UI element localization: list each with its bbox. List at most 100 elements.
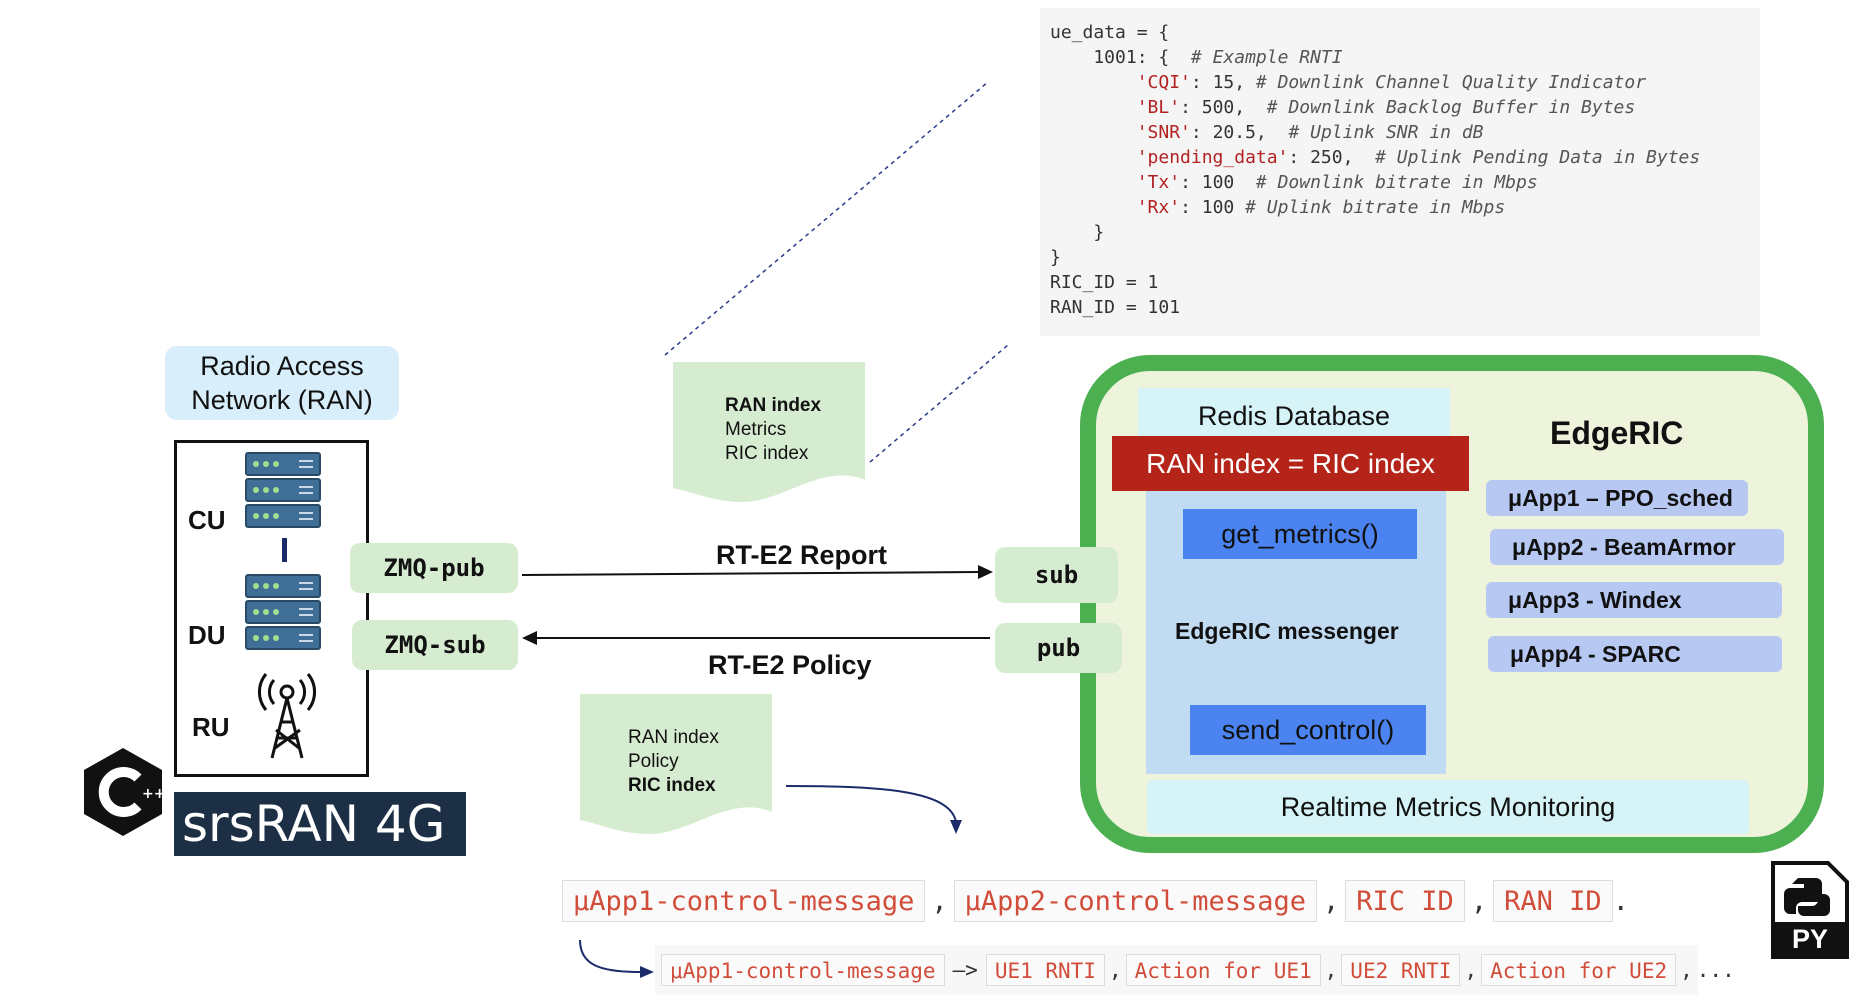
rt-e2-report-label: RT-E2 Report: [716, 540, 888, 570]
report-arrow-line: [521, 571, 981, 576]
code-token: ue_data = {: [1050, 22, 1170, 43]
code-token: # Uplink Pending Data in Bytes: [1375, 147, 1701, 168]
code-line: RAN_ID = 101: [1050, 295, 1750, 320]
code-token: : 250,: [1288, 147, 1376, 168]
ue-data-code-block: ue_data = { 1001: { # Example RNTI 'CQI'…: [1040, 8, 1760, 336]
cpp-logo-icon: ++: [84, 748, 164, 836]
code-token: # Downlink Channel Quality Indicator: [1255, 72, 1647, 93]
policy-curve-arrow: [785, 785, 957, 823]
ctrl-ue2-rnti: UE2 RNTI: [1341, 954, 1461, 986]
edgeric-messenger-label: EdgeRIC messenger: [1175, 618, 1399, 644]
app-item-4: μApp4 - SPARC: [1488, 636, 1782, 672]
code-token: RAN_ID = 101: [1050, 297, 1181, 318]
ru-label: RU: [192, 712, 230, 742]
cu-label: CU: [188, 505, 226, 535]
ctrl-ran-id: RAN ID: [1493, 880, 1613, 922]
code-token: # Downlink bitrate in Mbps: [1255, 172, 1538, 193]
srsran-brand: srsRAN 4G: [174, 792, 466, 856]
du-server-icon: [245, 574, 321, 652]
cu-server-icon: [245, 452, 321, 530]
app-item-2: μApp2 - BeamArmor: [1490, 529, 1784, 565]
policy-doc-ric-index: RIC index: [628, 775, 716, 796]
ctrl-row2-uapp1: μApp1-control-message: [661, 954, 945, 986]
code-line: ue_data = {: [1050, 20, 1750, 45]
report-doc-ric-index: RIC index: [725, 443, 809, 464]
code-line: 'pending_data': 250, # Uplink Pending Da…: [1050, 145, 1750, 170]
policy-curve-arrow-head: [950, 820, 962, 834]
python-logo-icon: PY: [1770, 860, 1850, 960]
code-line: RIC_ID = 1: [1050, 270, 1750, 295]
ctrl-row1-end: .: [1612, 885, 1629, 917]
ctrl-uapp2-message: μApp2-control-message: [953, 880, 1318, 922]
code-line: 1001: { # Example RNTI: [1050, 45, 1750, 70]
code-token: 'SNR': [1136, 122, 1191, 143]
control-message-row2: μApp1-control-message —> UE1 RNTI , Acti…: [655, 945, 1735, 995]
code-line: 'BL': 500, # Downlink Backlog Buffer in …: [1050, 95, 1750, 120]
app-item-1: μApp1 – PPO_sched: [1486, 480, 1748, 516]
code-line: 'SNR': 20.5, # Uplink SNR in dB: [1050, 120, 1750, 145]
report-doc-metrics: Metrics: [725, 419, 787, 440]
control-message-row1: μApp1-control-message , μApp2-control-me…: [562, 880, 1629, 922]
realtime-metrics-monitoring: Realtime Metrics Monitoring: [1147, 780, 1749, 834]
ctrl-action-ue1: Action for UE1: [1125, 954, 1321, 986]
rt-e2-policy-label: RT-E2 Policy: [708, 650, 872, 680]
du-label: DU: [188, 620, 226, 650]
ctrl-uapp1-message: μApp1-control-message: [562, 880, 926, 922]
sub-box: sub: [995, 547, 1118, 603]
code-token: # Uplink bitrate in Mbps: [1245, 197, 1506, 218]
policy-doc-shape: RAN index Policy RIC index: [580, 694, 772, 842]
code-line: 'CQI': 15, # Downlink Channel Quality In…: [1050, 70, 1750, 95]
code-token: 1001: {: [1050, 47, 1191, 68]
code-token: 'BL': [1136, 97, 1181, 118]
ran-stack-box: [174, 440, 369, 777]
zmq-pub-box: ZMQ-pub: [350, 543, 518, 593]
code-token: }: [1050, 247, 1061, 268]
zmq-sub-box: ZMQ-sub: [352, 620, 518, 670]
policy-arrow-head: [522, 631, 537, 645]
code-line: }: [1050, 220, 1750, 245]
ctrl-action-ue2: Action for UE2: [1481, 954, 1677, 986]
send-control-function: send_control(): [1190, 705, 1426, 755]
code-line: 'Tx': 100 # Downlink bitrate in Mbps: [1050, 170, 1750, 195]
cu-du-link: [282, 538, 287, 562]
ctrl-ric-id: RIC ID: [1345, 880, 1465, 922]
report-doc-shape: RAN index Metrics RIC index: [673, 362, 865, 510]
pub-box: pub: [995, 623, 1122, 673]
zoom-line-top: [664, 81, 989, 356]
ran-title-line1: Radio Access: [200, 351, 364, 381]
report-doc-ran-index: RAN index: [725, 395, 822, 416]
svg-text:++: ++: [142, 786, 164, 802]
code-token: : 100: [1180, 172, 1256, 193]
code-token: }: [1050, 222, 1105, 243]
app-item-3: μApp3 - Windex: [1486, 582, 1782, 618]
code-line: }: [1050, 245, 1750, 270]
ran-title-line2: Network (RAN): [191, 385, 373, 415]
code-token: : 20.5,: [1190, 122, 1289, 143]
row2-curve-arrow-head: [640, 966, 654, 978]
code-token: # Uplink SNR in dB: [1288, 122, 1484, 143]
code-token: # Downlink Backlog Buffer in Bytes: [1266, 97, 1636, 118]
redis-database: Redis Database: [1138, 388, 1450, 444]
python-logo-text: PY: [1791, 924, 1829, 954]
zoom-line-bottom: [869, 344, 1009, 463]
ctrl-row2-arrow: —>: [952, 958, 978, 982]
edgeric-title: EdgeRIC: [1550, 415, 1684, 451]
policy-doc-policy: Policy: [628, 751, 679, 772]
report-arrow-head: [978, 565, 993, 579]
code-token: 'Rx': [1136, 197, 1181, 218]
code-token: : 100: [1180, 197, 1246, 218]
code-token: : 15,: [1190, 72, 1256, 93]
code-token: RIC_ID = 1: [1050, 272, 1159, 293]
ran-ric-index-banner: RAN index = RIC index: [1112, 436, 1469, 491]
code-token: 'CQI': [1136, 72, 1191, 93]
code-token: 'pending_data': [1136, 147, 1289, 168]
ctrl-ue1-rnti: UE1 RNTI: [985, 954, 1105, 986]
code-token: # Example RNTI: [1190, 47, 1343, 68]
get-metrics-function: get_metrics(): [1183, 509, 1417, 559]
policy-doc-ran-index: RAN index: [628, 727, 719, 748]
radio-tower-icon: [258, 673, 316, 759]
ran-title: Radio Access Network (RAN): [165, 346, 399, 420]
ctrl-row2-end: ...: [1696, 958, 1735, 982]
row2-curve-arrow: [579, 939, 641, 973]
code-token: : 500,: [1180, 97, 1267, 118]
